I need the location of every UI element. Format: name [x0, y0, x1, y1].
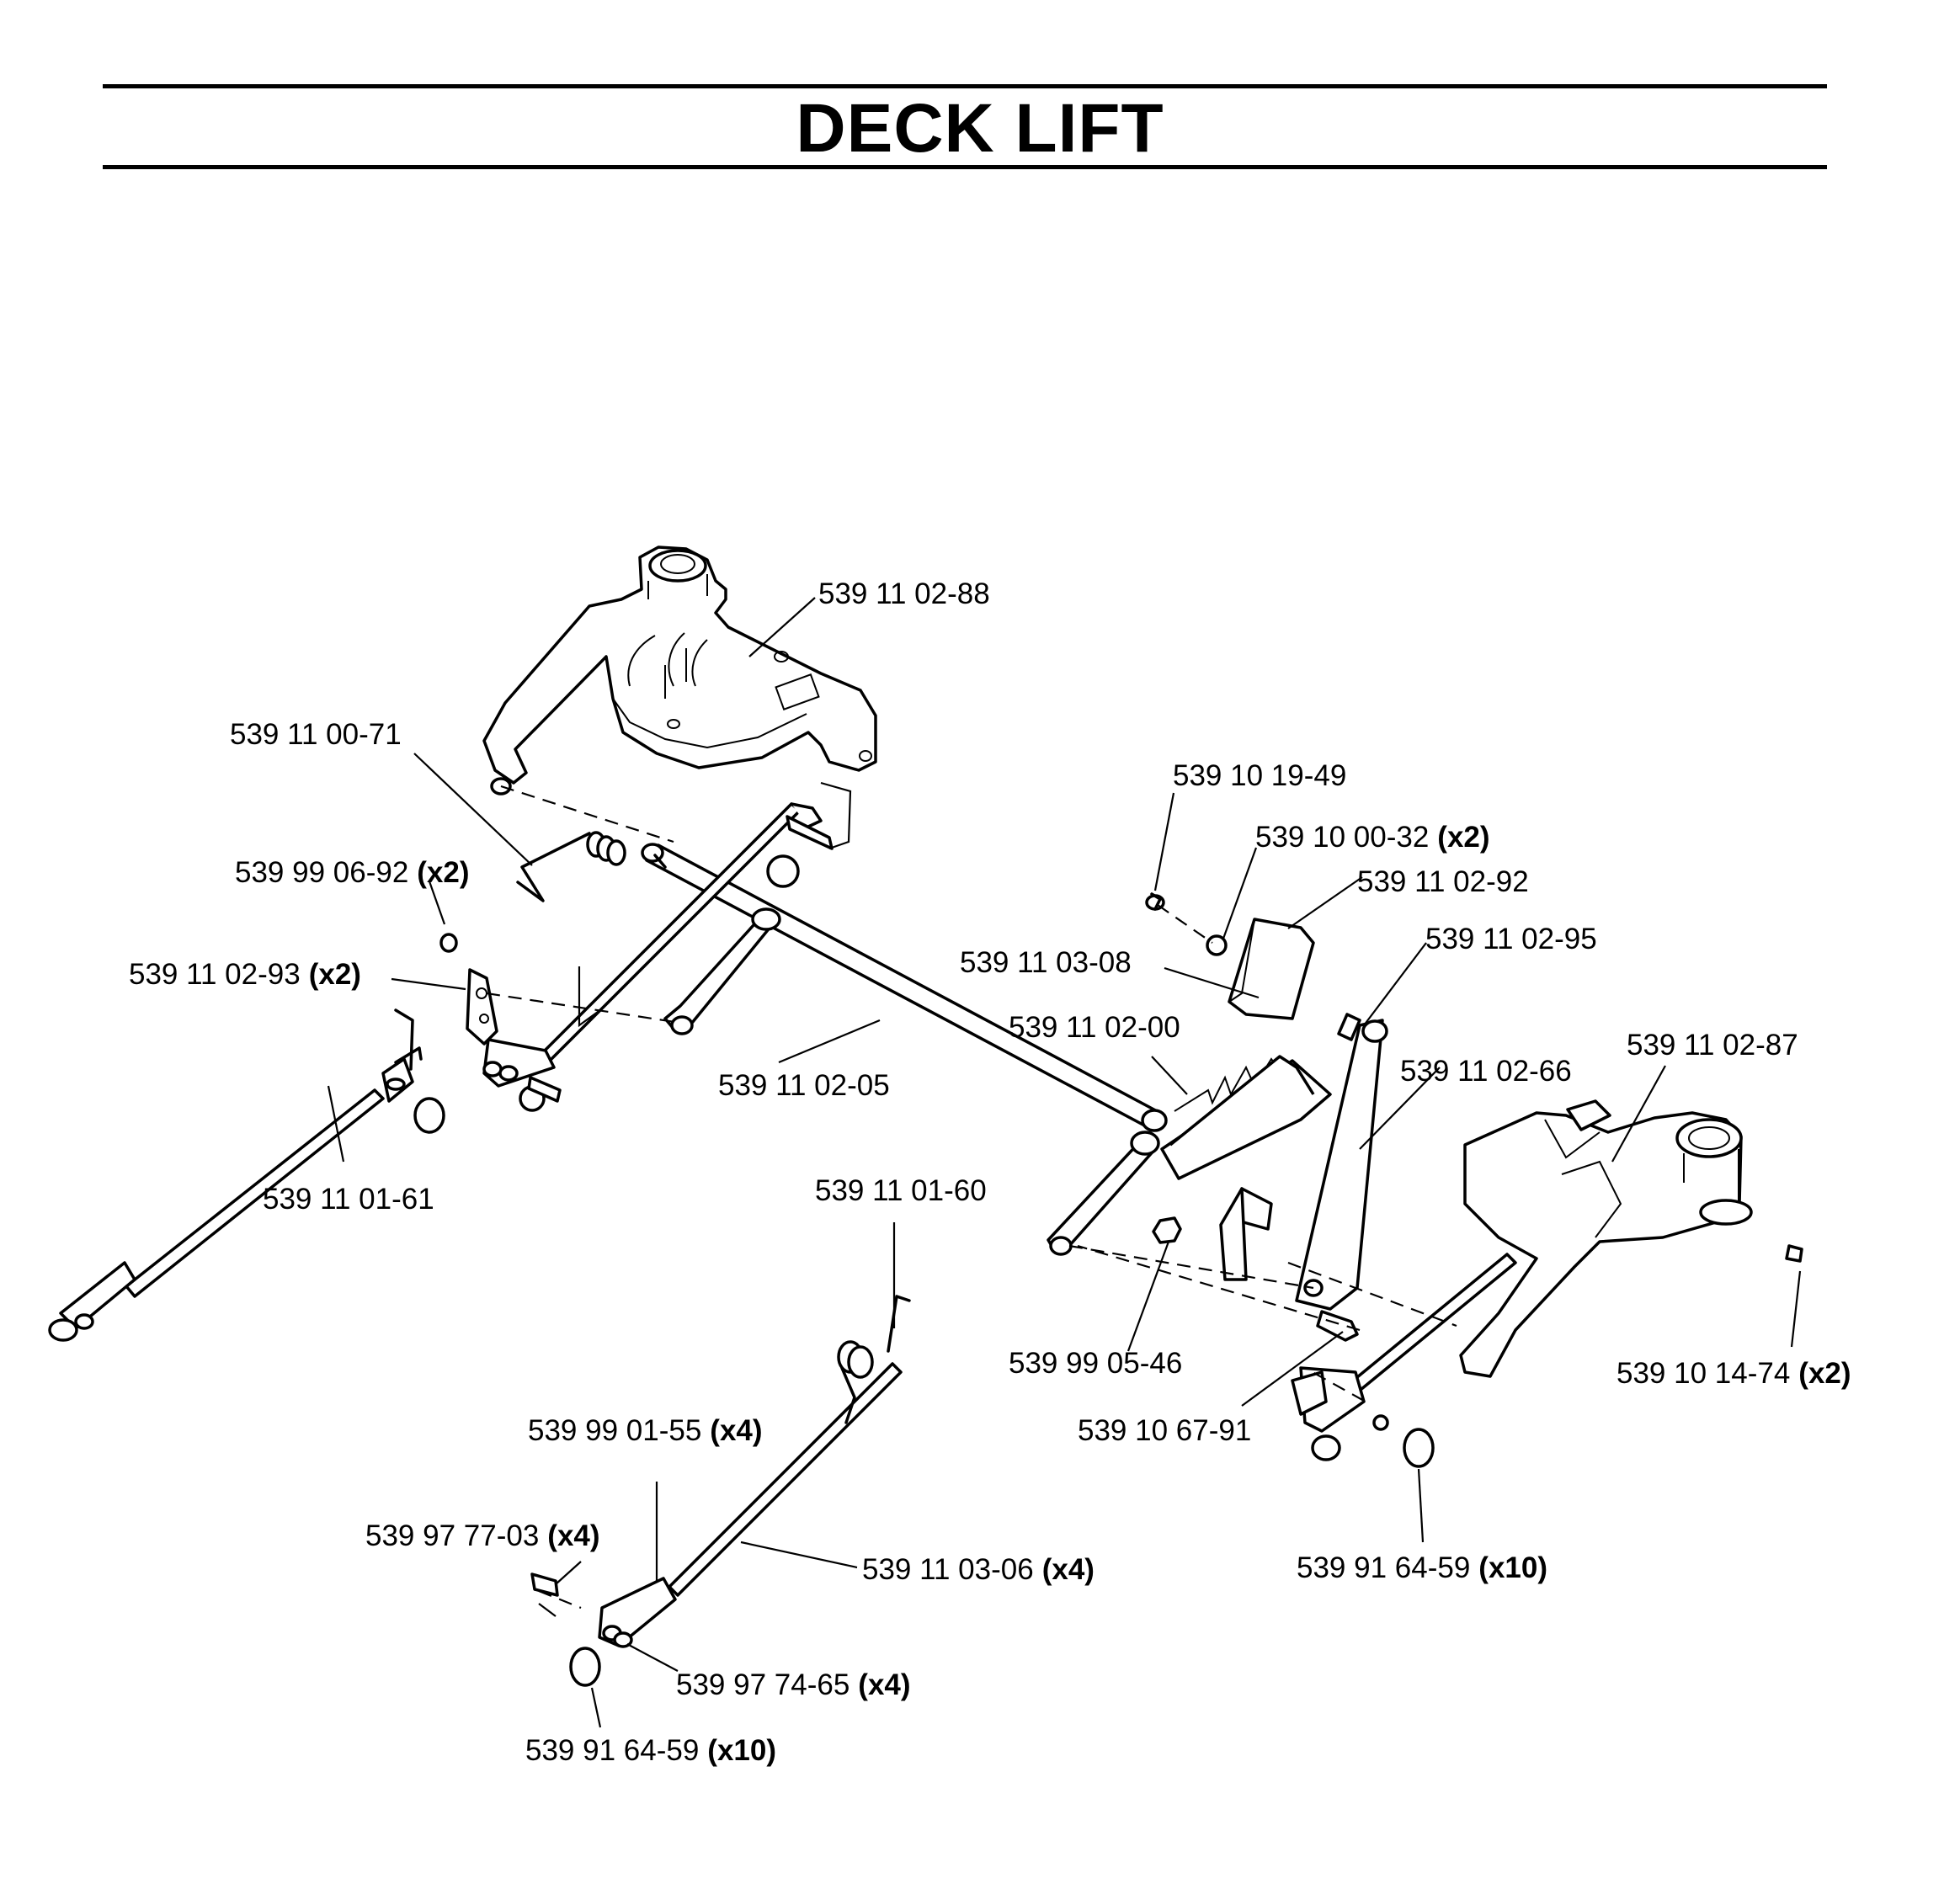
part-label-539-97-74-65: 539 97 74-65(x4) — [676, 1668, 911, 1701]
hex-nut — [1152, 1216, 1182, 1244]
nut-small — [1206, 934, 1228, 956]
part-label-539-11-02-93: 539 11 02-93(x2) — [129, 958, 361, 991]
pivot-plate-left — [466, 968, 498, 1046]
part-label-539-91-64-59-left: 539 91 64-59(x10) — [525, 1734, 777, 1767]
page-title: DECK LIFT — [796, 90, 1164, 167]
top-rule — [103, 84, 1827, 88]
part-label-539-11-01-61: 539 11 01-61 — [263, 1183, 434, 1216]
rear-left-bracket — [482, 545, 877, 796]
shaft-left-arm — [663, 907, 781, 1035]
pin-left — [527, 1076, 562, 1103]
lift-pedal — [1228, 918, 1315, 1020]
hook-clip — [1150, 892, 1162, 911]
bracket-pin — [766, 815, 834, 888]
part-label-539-11-02-00: 539 11 02-00 — [1009, 1011, 1180, 1044]
part-label-539-99-05-46: 539 99 05-46 — [1009, 1347, 1183, 1380]
part-label-539-11-03-08: 539 11 03-08 — [960, 946, 1132, 979]
part-label-539-10-19-49: 539 10 19-49 — [1173, 759, 1347, 792]
ring-front — [569, 1647, 601, 1687]
shaft-right-arm — [1047, 1131, 1273, 1281]
part-label-539-11-02-05: 539 11 02-05 — [718, 1069, 890, 1102]
left-lift-rod — [48, 1008, 423, 1342]
washer-left — [439, 933, 458, 953]
ring-left-a — [413, 1097, 445, 1134]
part-label-539-11-02-88: 539 11 02-88 — [818, 577, 990, 610]
part-label-539-11-02-87: 539 11 02-87 — [1627, 1029, 1798, 1062]
part-label-539-91-64-59-right: 539 91 64-59(x10) — [1297, 1551, 1548, 1584]
front-right-link — [1291, 1253, 1517, 1468]
clevis-pin-front — [530, 1572, 559, 1597]
part-label-539-11-02-92: 539 11 02-92 — [1357, 865, 1529, 898]
shoulder-bolt — [1316, 1310, 1359, 1342]
torsion-spring — [516, 831, 667, 902]
part-label-539-99-01-55: 539 99 01-55(x4) — [528, 1414, 763, 1447]
part-label-539-11-00-71: 539 11 00-71 — [230, 718, 402, 751]
front-left-link — [482, 802, 823, 1088]
part-label-539-99-06-92: 539 99 06-92(x2) — [235, 856, 470, 889]
part-label-539-10-14-74: 539 10 14-74(x2) — [1616, 1357, 1851, 1390]
front-lift-rod — [598, 1295, 911, 1648]
part-label-539-10-00-32: 539 10 00-32(x2) — [1255, 821, 1490, 854]
part-label-539-10-67-91: 539 10 67-91 — [1078, 1414, 1252, 1447]
part-label-539-11-02-66: 539 11 02-66 — [1400, 1055, 1572, 1088]
ratchet-plate — [1160, 1055, 1332, 1180]
part-label-539-11-02-95: 539 11 02-95 — [1425, 923, 1597, 955]
part-label-539-97-77-03: 539 97 77-03(x4) — [365, 1519, 600, 1552]
part-label-539-11-03-06: 539 11 03-06(x4) — [862, 1553, 1095, 1586]
bottom-rule — [103, 165, 1827, 169]
rear-right-bracket — [1459, 1099, 1803, 1378]
leader-lines — [327, 597, 1802, 1728]
part-label-539-11-01-60: 539 11 01-60 — [815, 1174, 987, 1207]
assembly-lines — [486, 781, 1457, 1617]
pivot-arm — [1295, 1013, 1388, 1311]
